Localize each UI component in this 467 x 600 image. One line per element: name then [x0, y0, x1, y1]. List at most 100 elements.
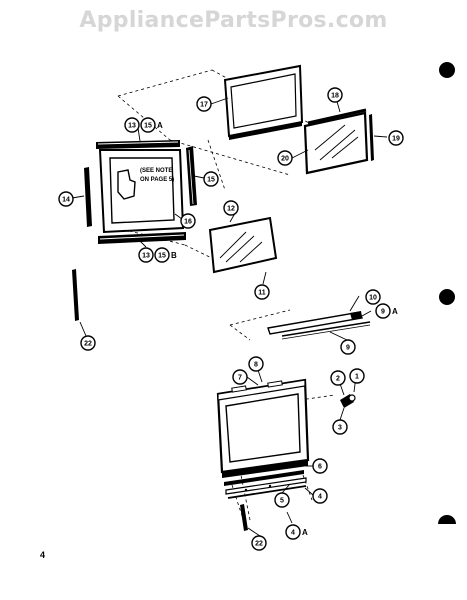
callout-22-c22b: 22 [251, 535, 267, 551]
watermark: AppliancePartsPros.com [79, 8, 388, 33]
callout-16-c16: 16 [180, 213, 196, 229]
callout-circle [80, 335, 96, 351]
note-line-2: ON PAGE 5) [140, 177, 174, 183]
callout-number: 10 [369, 295, 377, 302]
phantom-outline-middle [229, 309, 291, 341]
callout-number: 5 [280, 498, 284, 505]
callout-circle [312, 458, 328, 474]
callout-number: 22 [255, 541, 263, 548]
callout-circle [223, 200, 239, 216]
part-6-bottom-trim [224, 470, 304, 486]
callout-circle [232, 369, 248, 385]
callout-22-c22a: 22 [80, 335, 96, 351]
callout-number: 6 [318, 464, 322, 471]
callout-20-c20: 20 [277, 150, 293, 166]
callout-circle [180, 213, 196, 229]
callout-circle [248, 356, 264, 372]
callout-number: 7 [238, 375, 242, 382]
callout-circle [375, 303, 391, 319]
binder-hole-bottom [438, 515, 456, 524]
note-line-1: (SEE NOTE [140, 168, 172, 174]
callout-number: 11 [258, 290, 266, 297]
callout-14-c14: 14 [58, 191, 74, 207]
callout-15-a-c15a: 15 A [140, 117, 163, 133]
callout-circle [285, 524, 301, 540]
part-5-bottom-channel [225, 477, 307, 495]
callout-number: 14 [62, 197, 70, 204]
callout-circle [274, 492, 290, 508]
callout-3-c3: 3 [332, 419, 348, 435]
callout-number: 20 [281, 156, 289, 163]
parts-1-2-3-hinge-hardware [340, 394, 356, 408]
callout-number: 15 [144, 123, 152, 130]
callout-circle [349, 368, 365, 384]
callout-12-c12: 12 [223, 200, 239, 216]
part-14-left-side-trim [84, 167, 92, 227]
callout-number: 15 [207, 177, 215, 184]
part-19-side-trim [369, 114, 374, 161]
callout-circle [254, 284, 270, 300]
callout-1-c1: 1 [349, 368, 365, 384]
callout-8-c8a: 8 [248, 356, 264, 372]
part-12-inner-glass [208, 216, 278, 274]
callout-circle [388, 130, 404, 146]
callout-circle [327, 87, 343, 103]
callout-number: 1 [355, 374, 359, 381]
callout-15-c15: 15 [203, 171, 219, 187]
callout-number: 4 [291, 530, 295, 537]
callout-9-c9: 9 [340, 339, 356, 355]
callout-number: 12 [227, 206, 235, 213]
callout-circle [138, 247, 154, 263]
callout-circle [251, 535, 267, 551]
callout-4-c4: 4 [312, 488, 328, 504]
callout-circle [124, 117, 140, 133]
callout-number: 9 [381, 309, 385, 316]
callout-circle [330, 370, 346, 386]
callout-suffix: A [157, 121, 163, 130]
callout-number: 17 [200, 102, 208, 109]
callout-circle [140, 117, 156, 133]
binder-hole-top [439, 62, 455, 78]
callout-number: 13 [128, 123, 136, 130]
part-7-lower-door-frame [216, 378, 310, 478]
callout-circle [312, 488, 328, 504]
callout-number: 18 [331, 93, 339, 100]
callout-17-c17: 17 [196, 96, 212, 112]
page-number: 4 [40, 550, 46, 560]
part-22-side-strip-lower [240, 504, 248, 531]
part-18-glass-channel [307, 108, 367, 125]
callout-number: 13 [142, 253, 150, 260]
part-22-side-strip-upper [72, 269, 79, 321]
part-17-door-frame [223, 64, 304, 140]
callout-6-c6: 6 [312, 458, 328, 474]
part-13-top-trim [96, 140, 180, 149]
binder-hole-middle [439, 289, 455, 305]
callout-13-c13a: 13 [124, 117, 140, 133]
callout-number: 15 [158, 253, 166, 260]
part-20-outer-glass [303, 111, 369, 175]
callout-number: 2 [336, 376, 340, 383]
part-9-gasket [281, 321, 371, 340]
callout-circle [332, 419, 348, 435]
callout-circle [277, 150, 293, 166]
callout-number: 8 [254, 362, 258, 369]
window-bracket: (SEE NOTE ON PAGE 5) [117, 168, 174, 200]
callout-number: 16 [184, 219, 192, 226]
callout-circle [154, 247, 170, 263]
callout-10-c10: 10 [365, 289, 381, 305]
callout-18-c18: 18 [327, 87, 343, 103]
callout-number: 3 [338, 425, 342, 432]
callout-circle [203, 171, 219, 187]
callout-7-c7: 7 [232, 369, 248, 385]
part-16-inner-door-panel [98, 149, 185, 234]
callout-19-c19: 19 [388, 130, 404, 146]
part-4-bottom-strip [227, 485, 307, 499]
callout-number: 19 [392, 136, 400, 143]
callout-suffix: B [171, 251, 177, 260]
callout-5-c5: 5 [274, 492, 290, 508]
